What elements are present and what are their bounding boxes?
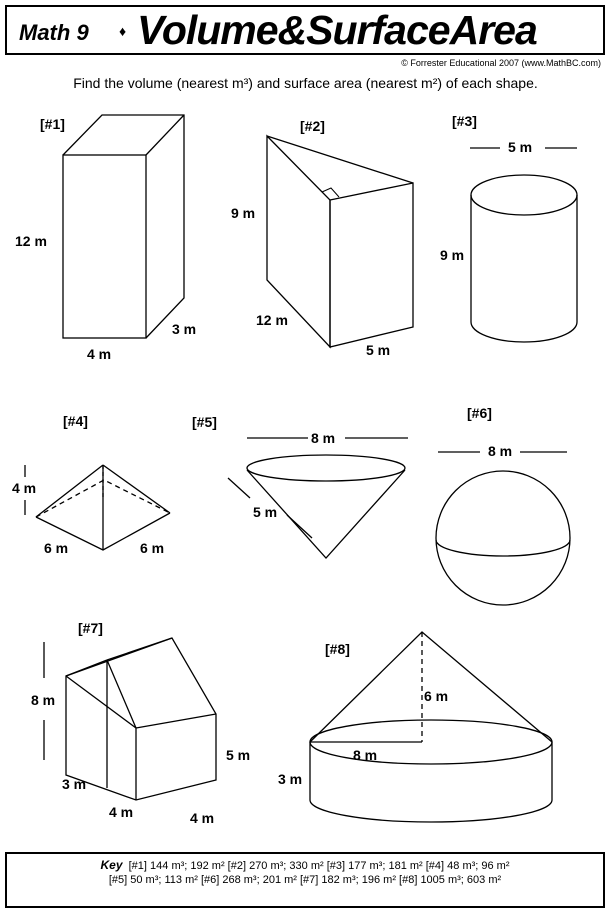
- problem-4-base-a: 6 m: [44, 540, 68, 556]
- problem-1-width: 4 m: [87, 346, 111, 362]
- answer-key-label: Key: [100, 858, 123, 872]
- figure-1-rectangular-prism: [62, 114, 185, 339]
- answer-key: Key [#1] 144 m³; 192 m² [#2] 270 m³; 330…: [5, 852, 605, 908]
- problem-7-depth-b: 4 m: [190, 810, 214, 826]
- problem-5-slant: 5 m: [253, 504, 277, 520]
- problem-7-label: [#7]: [78, 620, 103, 636]
- problem-4-height: 4 m: [12, 480, 36, 496]
- problem-1-label: [#1]: [40, 116, 65, 132]
- problem-6-diameter: 8 m: [488, 443, 512, 459]
- problem-2-height: 9 m: [231, 205, 255, 221]
- problem-6-label: [#6]: [467, 405, 492, 421]
- problem-7-width: 3 m: [62, 776, 86, 792]
- figure-7-house-prism: [43, 637, 217, 801]
- figure-8-cone-on-cylinder: [309, 631, 553, 823]
- answer-key-line-2: [#5] 50 m³; 113 m² [#6] 268 m³; 201 m² […: [108, 874, 502, 886]
- problem-2-length: 12 m: [256, 312, 288, 328]
- problem-5-label: [#5]: [192, 414, 217, 430]
- figure-3-cylinder: [470, 147, 578, 343]
- worksheet-title: Volume&SurfaceArea: [137, 7, 538, 53]
- problem-3-diameter: 5 m: [508, 139, 532, 155]
- problem-3-height: 9 m: [440, 247, 464, 263]
- figure-6-sphere: [435, 451, 571, 606]
- problem-1-height: 12 m: [15, 233, 47, 249]
- problem-4-label: [#4]: [63, 413, 88, 429]
- problem-8-label: [#8]: [325, 641, 350, 657]
- problem-1-depth: 3 m: [172, 321, 196, 337]
- instructions: Find the volume (nearest m³) and surface…: [73, 75, 538, 91]
- copyright-notice: © Forrester Educational 2007 (www.MathBC…: [401, 58, 601, 68]
- problem-3-label: [#3]: [452, 113, 477, 129]
- figure-2-triangular-prism: [266, 134, 414, 349]
- problem-7-depth-a: 4 m: [109, 804, 133, 820]
- figure-4-pyramid: [24, 464, 171, 551]
- problem-2-base: 5 m: [366, 342, 390, 358]
- problem-7-wall-height: 5 m: [226, 747, 250, 763]
- problem-5-diameter: 8 m: [311, 430, 335, 446]
- course-name: Math 9: [19, 20, 89, 45]
- answer-key-text-1: [#1] 144 m³; 192 m² [#2] 270 m³; 330 m² …: [128, 860, 510, 872]
- problem-8-cylinder-height: 3 m: [278, 771, 302, 787]
- problem-2-label: [#2]: [300, 118, 325, 134]
- worksheet-header: Math 9 ♦ Volume&SurfaceArea: [5, 5, 605, 55]
- problem-4-base-b: 6 m: [140, 540, 164, 556]
- figure-5-cone: [227, 437, 408, 559]
- problem-8-radius: 8 m: [353, 747, 377, 763]
- diamond-separator-icon: ♦: [119, 23, 127, 39]
- problem-7-total-height: 8 m: [31, 692, 55, 708]
- problem-8-cone-height: 6 m: [424, 688, 448, 704]
- answer-key-line-1: Key [#1] 144 m³; 192 m² [#2] 270 m³; 330…: [7, 858, 603, 873]
